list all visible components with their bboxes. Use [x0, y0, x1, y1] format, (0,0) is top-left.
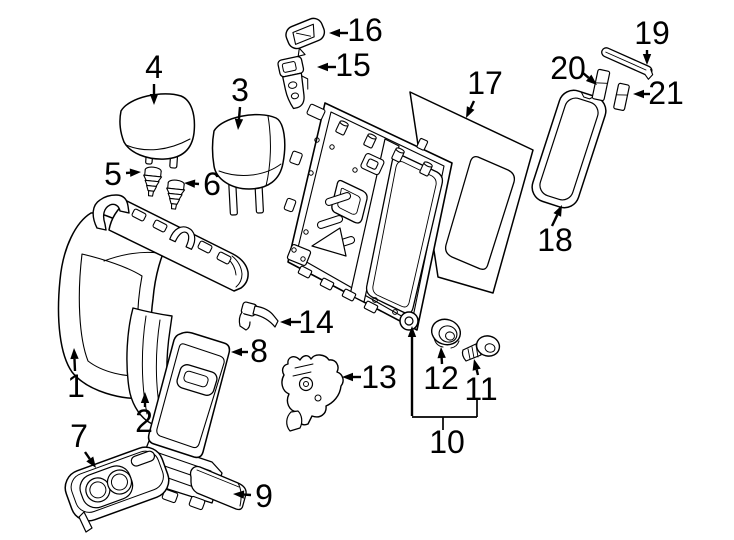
- part-16-guide-cover: [285, 17, 326, 57]
- callout-arrow-head: [329, 28, 340, 38]
- part-4-headrest-left: [119, 93, 196, 169]
- callout-arrow-line: [73, 358, 77, 372]
- part-13-latch: [281, 354, 344, 432]
- part-3-headrest-right: [211, 113, 286, 216]
- callout-9: 9: [233, 478, 273, 514]
- callout-number: 1: [67, 368, 85, 404]
- callout-14: 14: [280, 304, 334, 340]
- part-19-trim-strip: [601, 47, 654, 80]
- callout-10: 10: [407, 326, 478, 460]
- callout-7: 7: [70, 418, 96, 468]
- callout-number: 12: [423, 360, 459, 396]
- part-20-clip: [591, 68, 611, 102]
- callout-13: 13: [342, 359, 397, 395]
- callout-16: 16: [329, 12, 383, 48]
- callout-3: 3: [231, 72, 249, 130]
- callout-arrow-head: [407, 326, 417, 337]
- callout-arrow-line: [582, 72, 590, 79]
- frame-pivot: [399, 311, 419, 331]
- part-8-armrest-frame: [142, 331, 231, 511]
- callout-arrow-head: [86, 456, 96, 468]
- callout-6: 6: [184, 166, 221, 202]
- callout-2: 2: [135, 392, 153, 439]
- callout-number: 16: [347, 12, 383, 48]
- callout-number: 3: [231, 72, 249, 108]
- callout-15: 15: [317, 47, 371, 83]
- callout-arrow-head: [472, 359, 481, 371]
- callout-11: 11: [464, 359, 498, 407]
- callout-arrow-head: [317, 62, 328, 72]
- callout-number: 8: [250, 333, 268, 369]
- callout-number: 17: [467, 65, 503, 101]
- callout-number: 19: [634, 15, 670, 51]
- callout-arrow-head: [342, 372, 353, 382]
- callout-18: 18: [537, 205, 573, 258]
- part-7-armrest-cupholder: [64, 446, 170, 533]
- part-12-grommet: [430, 318, 462, 349]
- callout-arrow-head: [553, 205, 562, 217]
- part-6-guide-sleeve: [166, 179, 186, 210]
- callout-arrow-head: [585, 74, 597, 85]
- cushion-top-band: [108, 200, 249, 292]
- callout-number: 5: [104, 156, 122, 192]
- callout-arrow-head: [149, 94, 159, 105]
- part-17-seat-back-pad: [409, 91, 534, 294]
- callout-number: 9: [255, 478, 273, 514]
- callout-4: 4: [145, 49, 163, 105]
- part-15-latch-guide: [277, 55, 309, 110]
- armrest-strap: [78, 511, 93, 533]
- callout-number: 15: [335, 47, 371, 83]
- callout-12: 12: [423, 347, 459, 396]
- callout-5: 5: [104, 156, 141, 192]
- callout-8: 8: [231, 333, 268, 369]
- callout-arrow-line: [469, 100, 476, 109]
- callout-1: 1: [67, 348, 85, 404]
- callout-number: 11: [464, 371, 497, 407]
- callout-arrow-head: [129, 168, 141, 177]
- callout-number: 7: [70, 418, 88, 454]
- callout-arrow-head: [231, 347, 242, 357]
- callout-arrow-head: [184, 179, 196, 188]
- callout-number: 2: [135, 403, 153, 439]
- part-14-hook-bracket: [238, 301, 279, 331]
- callout-arrow-head: [70, 348, 79, 360]
- callout-arrow-head: [280, 317, 291, 327]
- callout-arrow-line: [550, 214, 559, 227]
- part-18-trim-frame: [531, 89, 607, 209]
- callout-20: 20: [550, 50, 597, 86]
- callout-21: 21: [633, 75, 684, 111]
- callout-arrow-head: [633, 89, 644, 99]
- frame-stud-clips: [335, 120, 433, 177]
- callout-number: 21: [648, 75, 684, 111]
- callout-arrow-head: [466, 106, 475, 118]
- callout-arrow-line: [237, 106, 242, 120]
- part-21-clip: [613, 82, 630, 111]
- frame-center-latch-mount: [360, 153, 385, 176]
- cushion-headrest-collar-right: [169, 226, 196, 250]
- cushion-headrest-collar-left: [92, 194, 130, 231]
- callout-number: 18: [537, 222, 573, 258]
- callout-number: 14: [298, 304, 334, 340]
- armrest-handle-bezel: [176, 364, 218, 396]
- callout-arrow-head: [234, 118, 244, 130]
- frame-hinge-tabs: [297, 265, 379, 314]
- callout-arrow-head: [642, 54, 652, 65]
- callout-arrow-line: [84, 451, 91, 460]
- callout-number: 10: [429, 424, 465, 460]
- callout-arrow-head: [140, 392, 150, 403]
- part-10-seat-back-frame: [283, 102, 453, 331]
- part-11-bolt: [461, 335, 501, 362]
- callout-arrow-line: [475, 369, 480, 376]
- part-5-guide-sleeve: [143, 166, 163, 197]
- callout-arrow-head: [233, 490, 245, 499]
- callout-number: 13: [361, 359, 397, 395]
- callout-number: 6: [203, 166, 221, 202]
- callout-number: 4: [145, 49, 163, 85]
- callout-number: 20: [550, 50, 586, 86]
- callout-17: 17: [466, 65, 503, 118]
- callout-19: 19: [634, 15, 670, 65]
- callout-arrow-head: [437, 347, 446, 359]
